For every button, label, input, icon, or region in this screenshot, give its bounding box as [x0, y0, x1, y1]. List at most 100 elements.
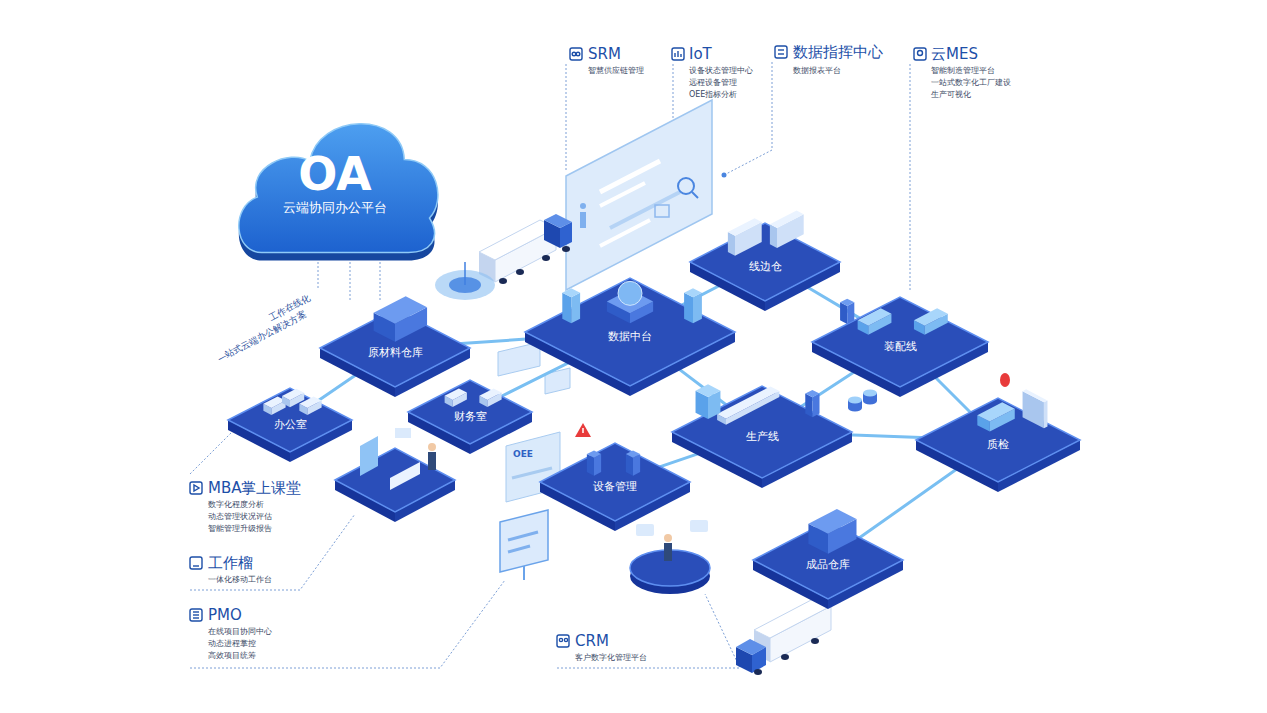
reception-platform [428, 452, 436, 470]
platform-decoration [374, 296, 427, 324]
monitor-illustration [508, 532, 538, 540]
platform-decoration [684, 288, 702, 297]
storage-cylinder [863, 398, 877, 405]
truck-illustration [736, 639, 766, 655]
callout-icon [576, 52, 580, 56]
platform-decoration [282, 389, 304, 401]
platform-node: 质检 [916, 398, 1080, 494]
platform-decoration [840, 302, 847, 324]
node-title: 设备管理 [593, 480, 637, 494]
callout-icon [918, 51, 923, 56]
callout-icon [572, 52, 576, 56]
platform-decoration [728, 218, 762, 235]
platform-top [916, 398, 1080, 482]
truck-illustration [516, 269, 524, 275]
platform-decoration [847, 302, 854, 324]
callout-heading: 数据指挥中心 [793, 43, 883, 61]
alert-sign [1000, 373, 1010, 387]
storage-cylinder [863, 390, 877, 397]
data-disk [464, 262, 466, 285]
leader-line [190, 580, 505, 668]
platform-node: 数据中台 [525, 278, 735, 398]
platform-top [672, 386, 852, 478]
node-title: 质检 [987, 438, 1009, 452]
platform-node: 装配线 [812, 297, 988, 399]
callout-icon [193, 611, 199, 612]
platform-node: 办公室 [228, 388, 352, 464]
callout-icon [193, 617, 199, 618]
slanted-note: 一站式云端办公解决方案 [216, 309, 308, 365]
platform-node: 成品仓库 [753, 521, 903, 611]
callout-text: 一体化移动工作台 [208, 575, 272, 585]
platform-node: 设备管理 [540, 443, 690, 533]
platform-decoration [1023, 391, 1044, 428]
callout-heading: 云MES [931, 45, 978, 63]
platform-decoration [587, 450, 601, 457]
connector [501, 359, 576, 397]
platform-node: 原材料仓库 [320, 309, 470, 399]
callout-heading: CRM [575, 632, 609, 650]
platform-top [540, 443, 690, 521]
node-title: 装配线 [884, 340, 917, 354]
callout-icon [193, 565, 199, 566]
callout-text: 智能管理升级报告 [208, 524, 272, 534]
leader-line [566, 64, 567, 172]
platform-decoration [977, 402, 1014, 421]
platform-top [228, 388, 352, 452]
leader-line [673, 64, 674, 118]
meeting-platform [630, 520, 710, 594]
oee-panel [512, 468, 552, 478]
callout-icon [914, 48, 926, 60]
cloud-shape [239, 124, 438, 253]
callout-text: 生产可视化 [931, 90, 971, 100]
reception-platform [390, 462, 420, 490]
truck-illustration [811, 638, 819, 644]
monitor-illustration [523, 566, 525, 580]
node-title: 财务室 [454, 410, 487, 424]
leader-line [910, 64, 911, 290]
alert-sign [582, 428, 584, 433]
meeting-platform [690, 520, 708, 532]
monitor-illustration [500, 510, 548, 580]
platform-decoration [693, 293, 702, 324]
callout-icon [194, 485, 199, 491]
callout-icon [680, 54, 681, 57]
callout-icon [190, 609, 202, 621]
callout-text: 动态管理状况评估 [208, 512, 272, 522]
callout-heading: MBA掌上课堂 [208, 479, 302, 497]
platform-decoration [696, 384, 721, 397]
dashboard-panel [600, 161, 660, 192]
truck-illustration [754, 669, 762, 675]
callout-heading: IoT [689, 45, 712, 63]
storage-cylinder [848, 390, 877, 412]
dashboard-panel [600, 220, 650, 246]
callout-text: 高效项目统筹 [208, 651, 256, 661]
leader-line [380, 262, 381, 302]
platform-decoration [770, 224, 777, 248]
dashboard-panel [580, 203, 586, 209]
platform-top [690, 223, 840, 301]
node-title: 办公室 [274, 418, 307, 432]
callout-text: 动态进程掌控 [208, 639, 256, 649]
platform-top [525, 278, 735, 386]
leader-dot [722, 173, 727, 178]
floating-card [498, 342, 540, 376]
callout-text: 远程设备管理 [689, 78, 737, 88]
callout-icon [672, 48, 684, 60]
leader-line [318, 262, 319, 290]
platform-decoration [633, 454, 640, 476]
callout-icon [775, 46, 787, 58]
platform-decoration [571, 293, 580, 324]
platform-decoration [812, 394, 819, 418]
platform-node: 生产线 [672, 386, 852, 490]
node-subtitle: 云端协同办公平台 [283, 200, 387, 216]
meeting-platform [664, 534, 672, 542]
callout-icon [674, 53, 675, 57]
callout-text: 智能制造管理平台 [931, 66, 995, 76]
connector [846, 435, 921, 438]
reception-platform [395, 428, 411, 438]
leader-line [190, 432, 232, 474]
monitor-illustration [508, 546, 530, 552]
callout-text: 智慧供应链管理 [588, 66, 644, 76]
platform-decoration [717, 386, 779, 418]
